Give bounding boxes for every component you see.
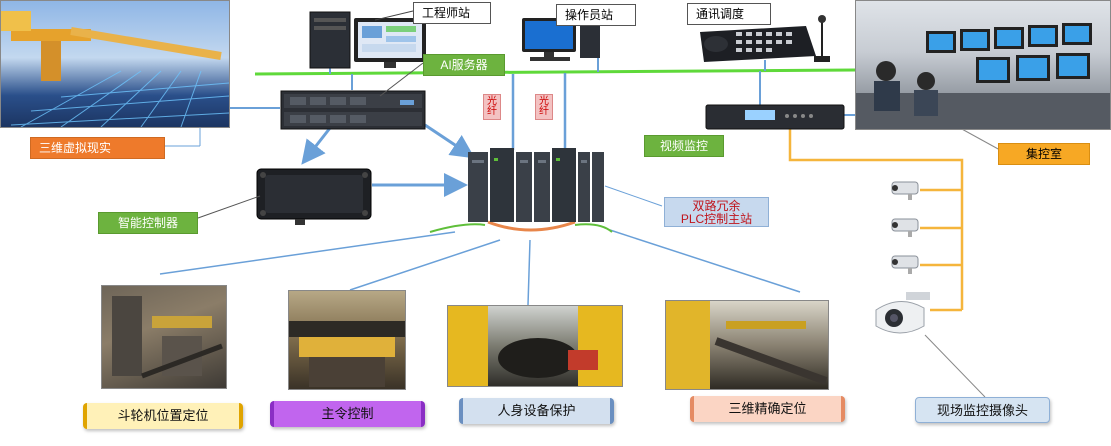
fiber-tag-right: 光纤 <box>535 94 553 120</box>
function-label-bucket-wheel: 斗轮机位置定位 <box>83 403 243 429</box>
dome-camera <box>870 290 932 340</box>
link-plc-func2 <box>349 239 501 291</box>
link-server-controller <box>301 127 332 165</box>
video-link-trunk <box>788 128 964 310</box>
vr-3d-image <box>0 0 230 128</box>
plc-master-label-line1: 双路冗余 <box>692 199 741 213</box>
field-camera-label: 现场监控摄像头 <box>915 397 1050 423</box>
smart-controller-label: 智能控制器 <box>98 212 198 234</box>
smart-controller-device <box>255 165 373 225</box>
link-server-plc <box>424 123 475 159</box>
plc-master-label-line2: PLC控制主站 <box>680 212 753 226</box>
connector-plc-label <box>604 185 663 207</box>
function-label-3d-positioning: 三维精确定位 <box>690 396 845 422</box>
central-control-label: 集控室 <box>998 143 1090 165</box>
bullet-camera-2 <box>888 217 924 239</box>
plc-master-device <box>468 148 604 226</box>
video-monitor-label: 视频监控 <box>644 135 724 157</box>
connector-camera-label <box>924 334 986 398</box>
network-bus <box>254 68 856 76</box>
plc-cable-right <box>574 223 613 233</box>
link-plc-func4 <box>609 229 801 293</box>
master-control-photo <box>288 290 406 390</box>
fiber-tag-left: 光纤 <box>483 94 501 120</box>
3d-positioning-photo <box>665 300 829 390</box>
engineer-station-device <box>308 8 428 70</box>
bucket-wheel-photo <box>101 285 227 389</box>
connector-central-label <box>959 127 1001 151</box>
comm-dispatch-label: 通讯调度 <box>687 3 771 25</box>
engineer-station-label: 工程师站 <box>413 2 491 24</box>
comm-dispatch-device <box>696 14 836 64</box>
ai-server-device <box>280 90 426 130</box>
function-label-personnel-protection: 人身设备保护 <box>459 398 614 424</box>
central-control-image <box>855 0 1111 130</box>
plc-cable-left <box>429 223 486 233</box>
bullet-camera-3 <box>888 254 924 276</box>
ai-server-label: AI服务器 <box>423 54 505 76</box>
function-label-master-control: 主令控制 <box>270 401 425 427</box>
bullet-camera-1 <box>888 180 924 202</box>
operator-station-label: 操作员站 <box>556 4 636 26</box>
link-plc-func3 <box>527 239 531 306</box>
redundant-loop <box>487 220 576 232</box>
plc-master-label: 双路冗余 PLC控制主站 <box>664 197 769 227</box>
vr-3d-label: 三维虚拟现实 <box>30 137 165 159</box>
personnel-protection-photo <box>447 305 623 387</box>
link-plc-func1 <box>159 231 456 275</box>
video-monitor-device <box>705 104 845 130</box>
